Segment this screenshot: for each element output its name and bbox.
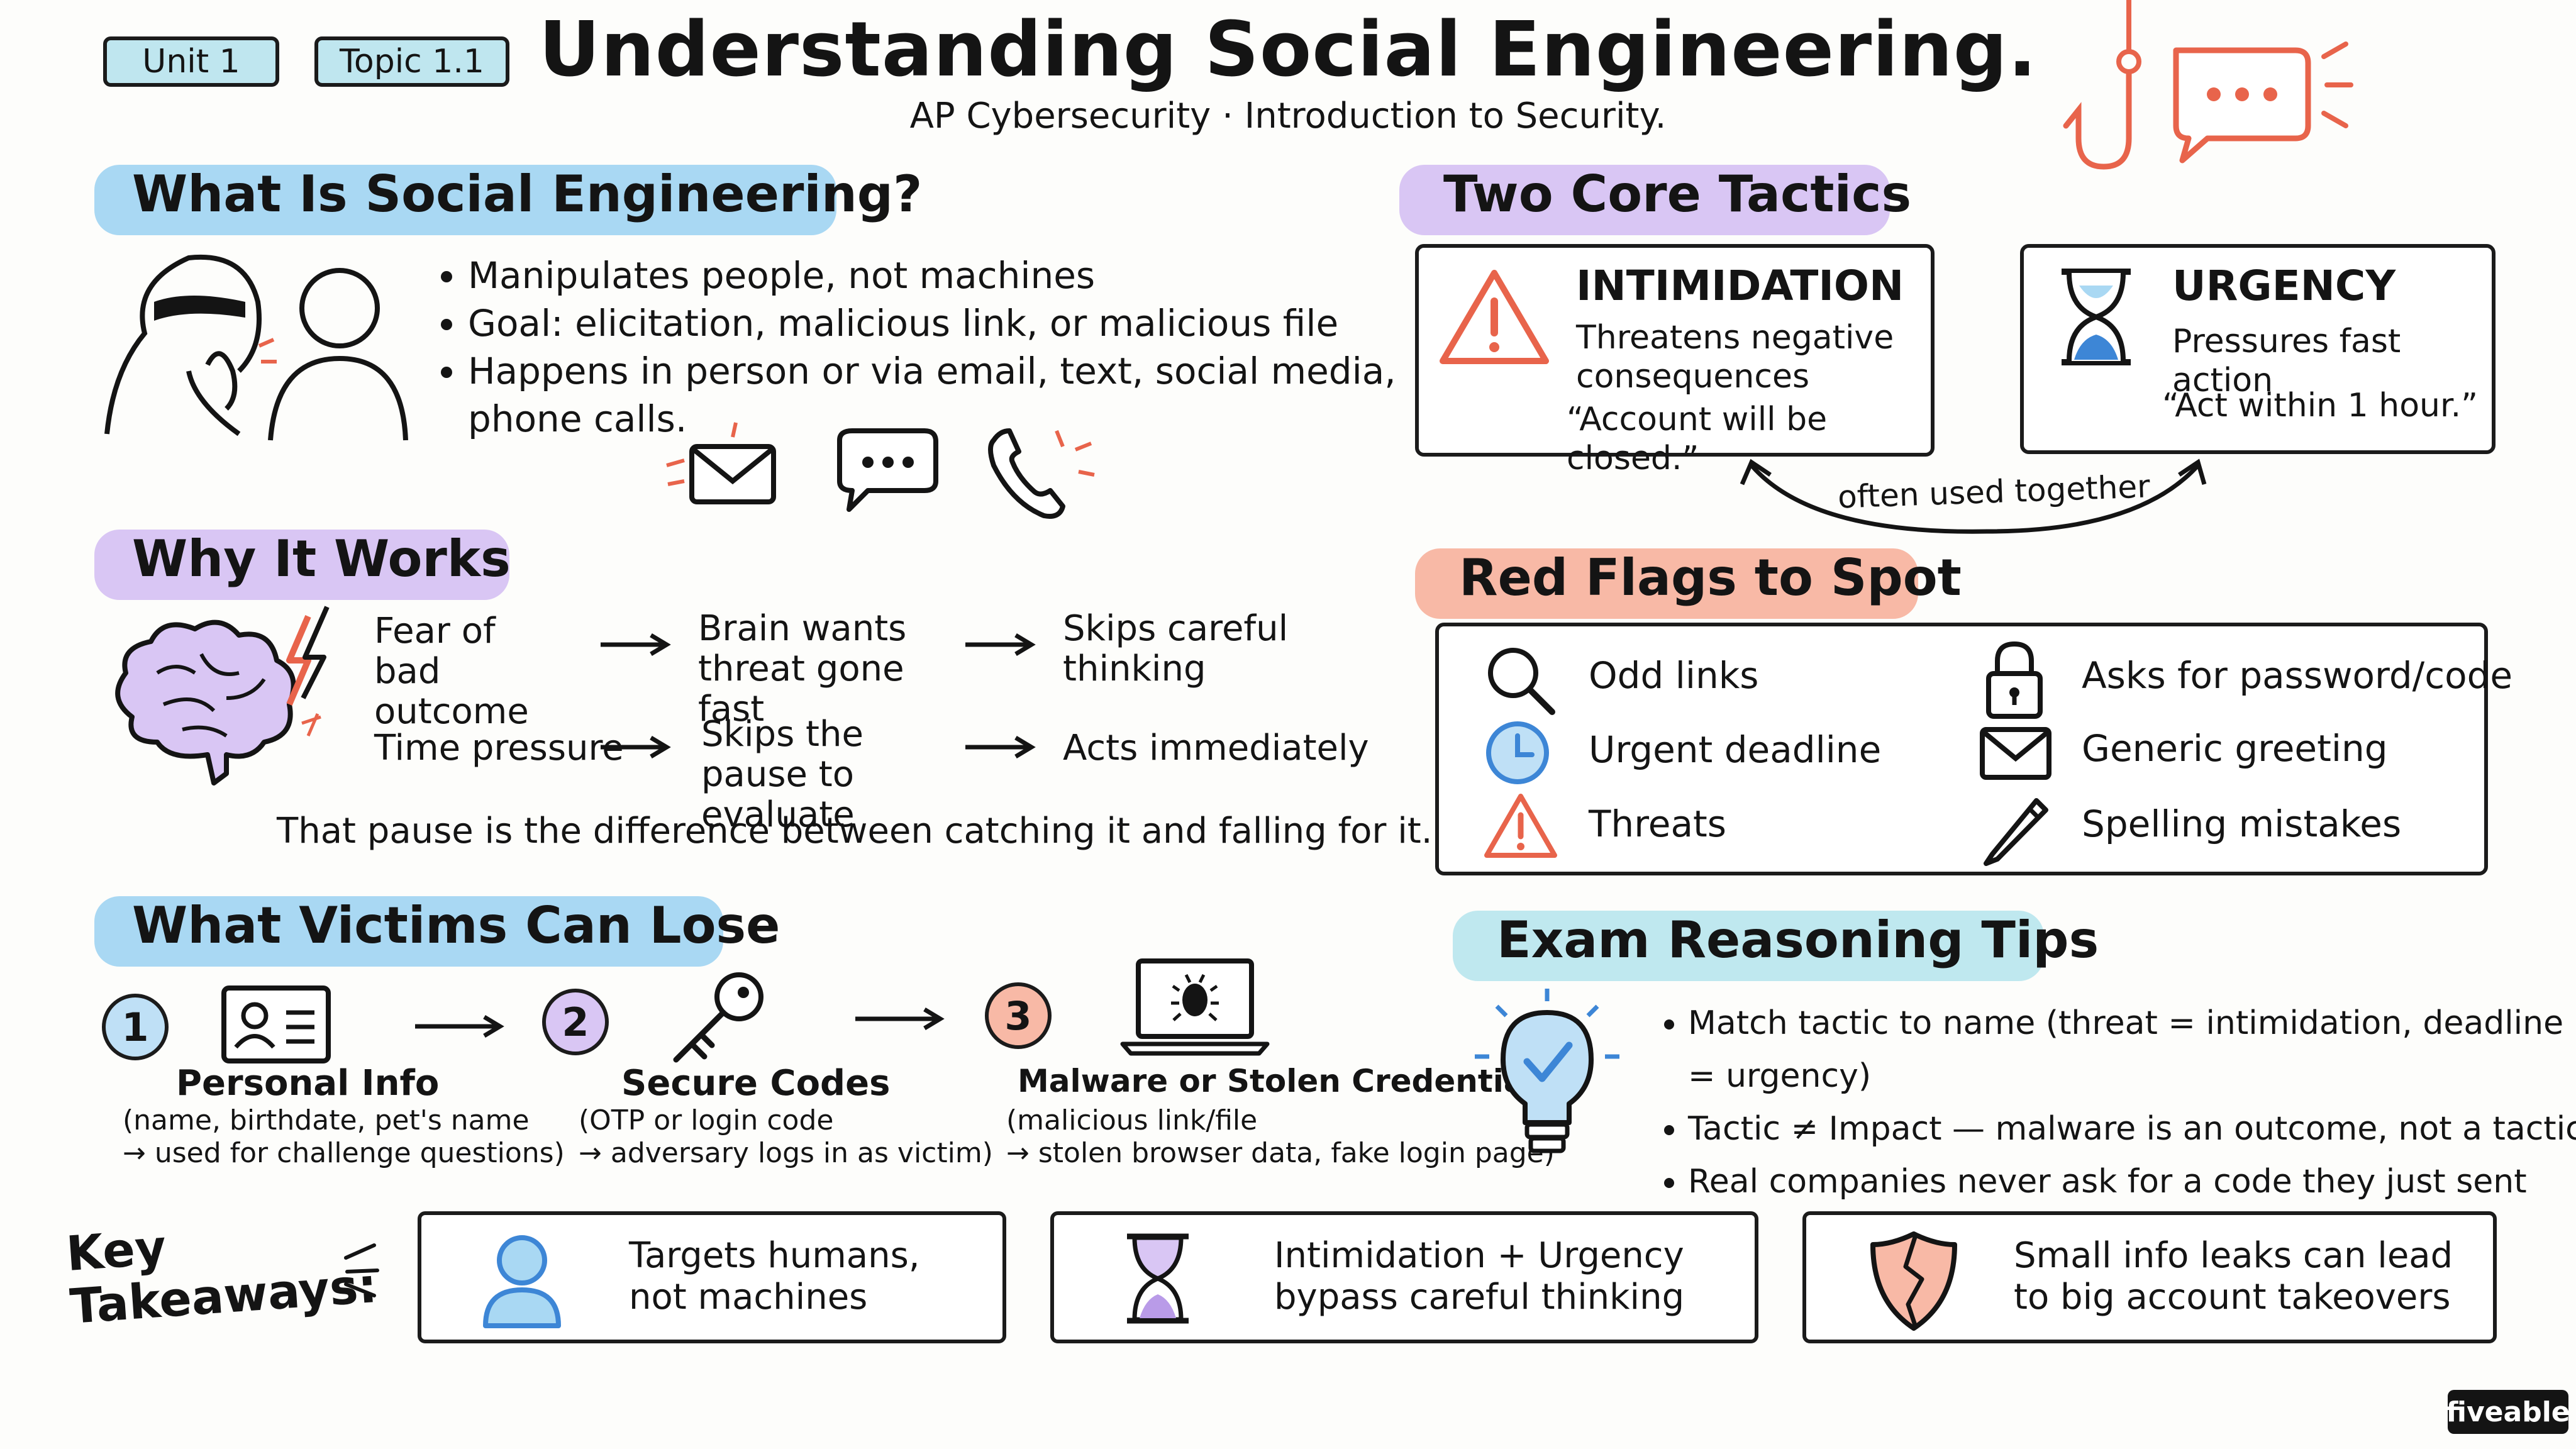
bullet-item: Tactic ≠ Impact — malware is an outcome,… (1688, 1102, 2576, 1155)
intimidation-desc: Threatens negative consequences (1576, 319, 1894, 396)
urgency-card: URGENCY Pressures fast action “Act withi… (2020, 244, 2496, 454)
hourglass-icon (2062, 269, 2131, 365)
double-arrow-icon (1740, 458, 2207, 534)
red-flag-threats: Threats (1589, 802, 1726, 845)
heading-lose: What Victims Can Lose (132, 896, 780, 955)
lock-icon (1986, 641, 2043, 719)
loss-desc-3: (malicious link/file → stolen browser da… (1006, 1104, 1555, 1169)
red-flag-odd-links: Odd links (1589, 654, 1759, 697)
heading-why: Why It Works (132, 530, 511, 588)
red-flags-box: Odd links Urgent deadline Threats Asks f… (1435, 623, 2512, 875)
intimidation-card: INTIMIDATION Threatens negative conseque… (1415, 244, 1935, 477)
exam-tips-bullets: Match tactic to name (threat = intimidat… (1648, 997, 2576, 1261)
why-row2-step2: Skips the pause to evaluate (701, 714, 863, 835)
highlight-tactics (1399, 165, 1890, 235)
heading-exam: Exam Reasoning Tips (1497, 911, 2099, 969)
chat-bubble-icon (837, 428, 938, 512)
unit-tag: Unit 1 (103, 36, 279, 87)
heading-tactics: Two Core Tactics (1443, 165, 1912, 223)
arrow-icon (601, 633, 671, 657)
loss-desc-2: (OTP or login code → adversary logs in a… (579, 1104, 993, 1169)
hourglass-icon (1127, 1233, 1189, 1324)
highlight-exam (1453, 911, 2044, 981)
takeaway-text-3: Small info leaks can lead to big account… (2014, 1235, 2453, 1318)
fishhook-icon (2063, 0, 2141, 170)
brand-logo[interactable]: fiveable (2446, 1390, 2570, 1434)
loss-number-1: 1 (102, 994, 169, 1060)
highlight-what-is (94, 165, 836, 235)
page-subtitle: AP Cybersecurity · Introduction to Secur… (909, 96, 1667, 136)
urgency-title: URGENCY (2172, 262, 2396, 310)
envelope-icon (1980, 727, 2051, 780)
emphasis-lines-icon (344, 1243, 379, 1297)
hacker-icon (104, 254, 408, 441)
red-flag-password: Asks for password/code (2082, 654, 2513, 697)
takeaway-text-2: Intimidation + Urgency bypass careful th… (1274, 1235, 1685, 1318)
what-is-bullets: Manipulates people, not machines Goal: e… (428, 252, 1411, 443)
takeaway-card-2: Intimidation + Urgency bypass careful th… (1050, 1211, 1758, 1343)
arrow-icon (965, 735, 1036, 759)
highlight-red-flags (1415, 548, 1918, 619)
heading-what-is: What Is Social Engineering? (132, 165, 923, 223)
laptop-bug-icon (1120, 958, 1270, 1056)
arrow-icon (965, 633, 1036, 657)
chat-bubble-icon (2173, 42, 2353, 164)
takeaway-text-1: Targets humans, not machines (629, 1235, 920, 1318)
key-icon (673, 972, 763, 1063)
phone-icon (988, 428, 1095, 519)
arrow-icon (855, 1007, 945, 1031)
bullet-item: Goal: elicitation, malicious link, or ma… (468, 299, 1411, 347)
why-note: That pause is the difference between cat… (277, 811, 1433, 852)
loss-number-3: 3 (985, 982, 1052, 1049)
broken-shield-icon (1870, 1231, 1957, 1331)
key-takeaways-label: Key Takeaways: (64, 1219, 379, 1335)
bullet-item: Manipulates people, not machines (468, 252, 1411, 299)
person-icon (483, 1235, 561, 1328)
loss-title-2: Secure Codes (621, 1063, 891, 1104)
loss-desc-1: (name, birthdate, pet's name → used for … (123, 1104, 565, 1169)
why-row2-step1: Time pressure (374, 728, 624, 769)
why-row1-step3: Skips careful thinking (1063, 608, 1289, 689)
loss-title-1: Personal Info (176, 1063, 440, 1104)
arrow-icon (415, 1014, 504, 1038)
red-flag-urgent-deadline: Urgent deadline (1589, 728, 1882, 771)
intimidation-quote: “Account will be closed.” (1567, 401, 1828, 477)
magnifier-icon (1488, 648, 1555, 715)
arrow-icon (601, 735, 671, 759)
why-row1-step2: Brain wants threat gone fast (698, 608, 907, 730)
page-title: Understanding Social Engineering. (538, 6, 2038, 94)
intimidation-title: INTIMIDATION (1576, 262, 1904, 310)
warning-icon (1484, 794, 1557, 858)
highlight-why (94, 530, 509, 600)
red-flag-generic-greeting: Generic greeting (2082, 727, 2388, 770)
email-icon (666, 422, 776, 504)
lightbulb-icon (1475, 989, 1619, 1153)
highlight-lose (94, 896, 723, 967)
loss-number-2: 2 (542, 989, 609, 1055)
red-flag-spelling: Spelling mistakes (2082, 802, 2402, 845)
loss-title-3: Malware or Stolen Credentials (1018, 1063, 1555, 1099)
clock-icon (1486, 721, 1549, 784)
heading-red-flags: Red Flags to Spot (1459, 548, 1962, 607)
bullet-item: Happens in person or via email, text, so… (468, 347, 1411, 443)
takeaway-card-1: Targets humans, not machines (418, 1211, 1006, 1343)
bullet-item: Match tactic to name (threat = intimidat… (1688, 997, 2576, 1102)
warning-icon (1440, 270, 1549, 364)
pencil-icon (1984, 798, 2048, 866)
urgency-desc: Pressures fast action (2172, 323, 2401, 399)
urgency-quote: “Act within 1 hour.” (2162, 387, 2479, 425)
id-card-icon (221, 985, 331, 1063)
why-row2-step3: Acts immediately (1063, 728, 1369, 769)
takeaway-card-3: Small info leaks can lead to big account… (1802, 1211, 2497, 1343)
topic-tag: Topic 1.1 (314, 36, 509, 87)
why-row1-step1: Fear of bad outcome (374, 611, 529, 732)
brain-icon (115, 606, 330, 786)
